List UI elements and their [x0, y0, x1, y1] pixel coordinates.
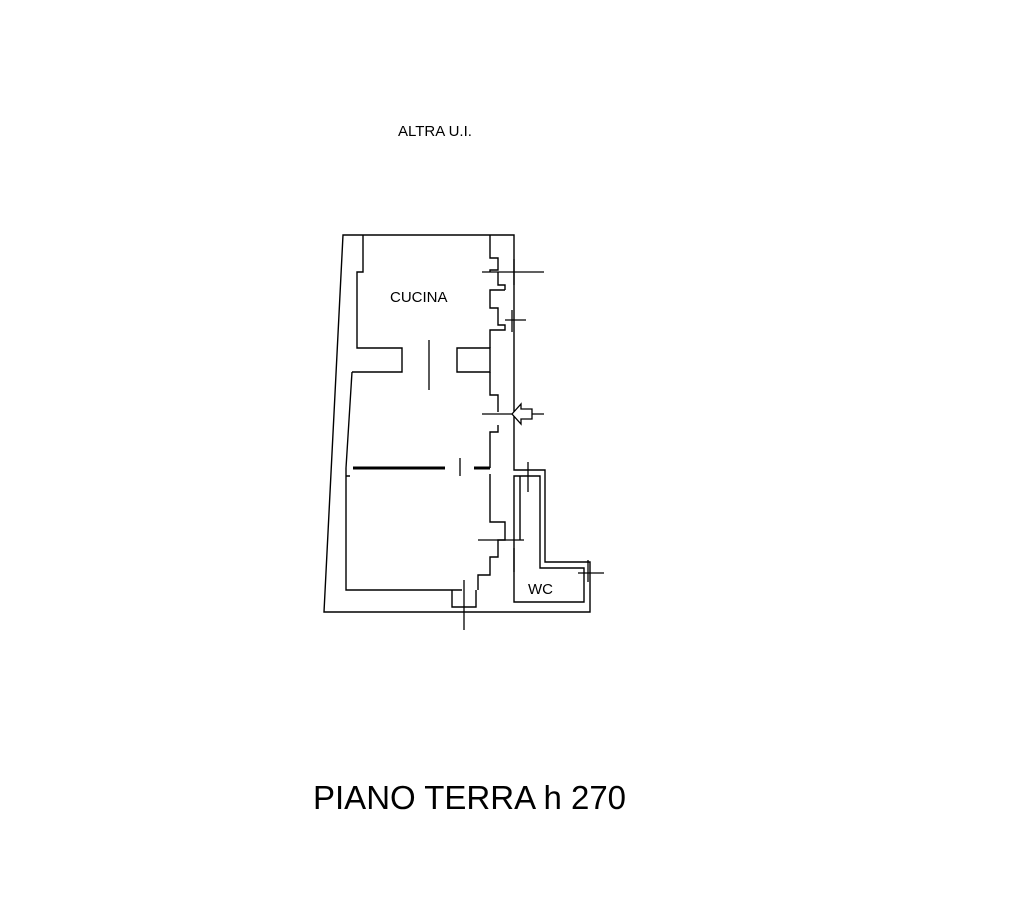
kitchen-west-inner-wall	[356, 235, 364, 349]
kitchen-label: CUCINA	[390, 289, 448, 306]
wc-outer-wall	[513, 475, 585, 603]
wc-label: WC	[528, 581, 553, 598]
kitchen-partition-right	[456, 347, 491, 373]
kitchen-partition-left	[352, 347, 403, 373]
lower-room-east-wall	[477, 474, 506, 590]
outer-perimeter-wall	[323, 234, 591, 613]
neighbor-unit-label: ALTRA U.I.	[398, 123, 472, 140]
west-inner-wall-mid	[345, 371, 353, 469]
floor-title: PIANO TERRA h 270	[313, 779, 626, 816]
east-inner-wall	[489, 235, 506, 468]
lower-room-west-wall	[345, 468, 462, 591]
entrance-arrow-icon	[511, 402, 533, 426]
